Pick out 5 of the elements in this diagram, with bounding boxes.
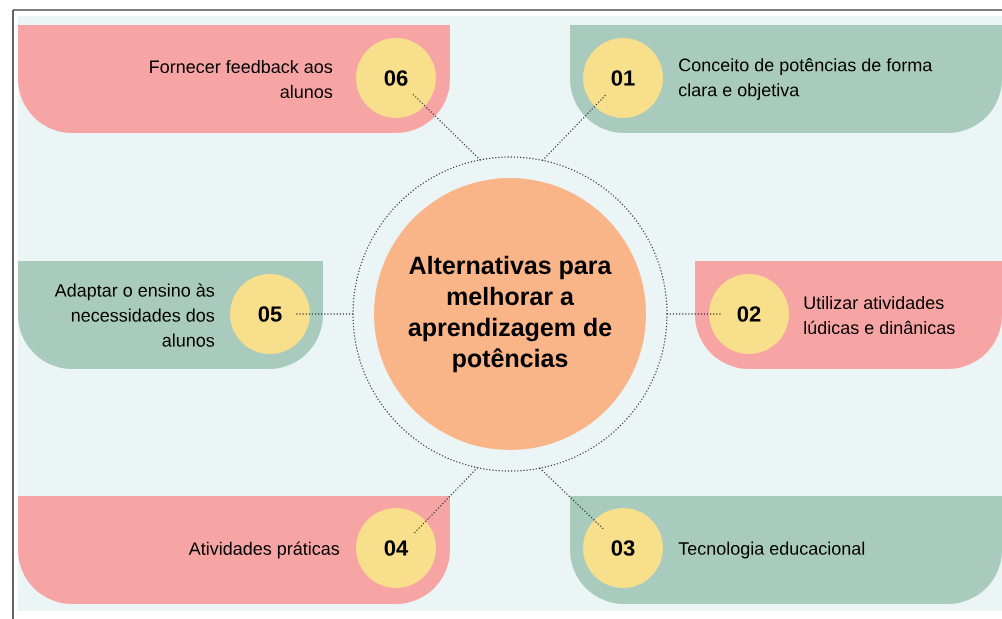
connector-line xyxy=(413,467,478,534)
connector-line xyxy=(542,93,608,161)
connector-line xyxy=(412,93,481,161)
connector-line xyxy=(294,313,354,315)
connector-line xyxy=(539,467,606,532)
